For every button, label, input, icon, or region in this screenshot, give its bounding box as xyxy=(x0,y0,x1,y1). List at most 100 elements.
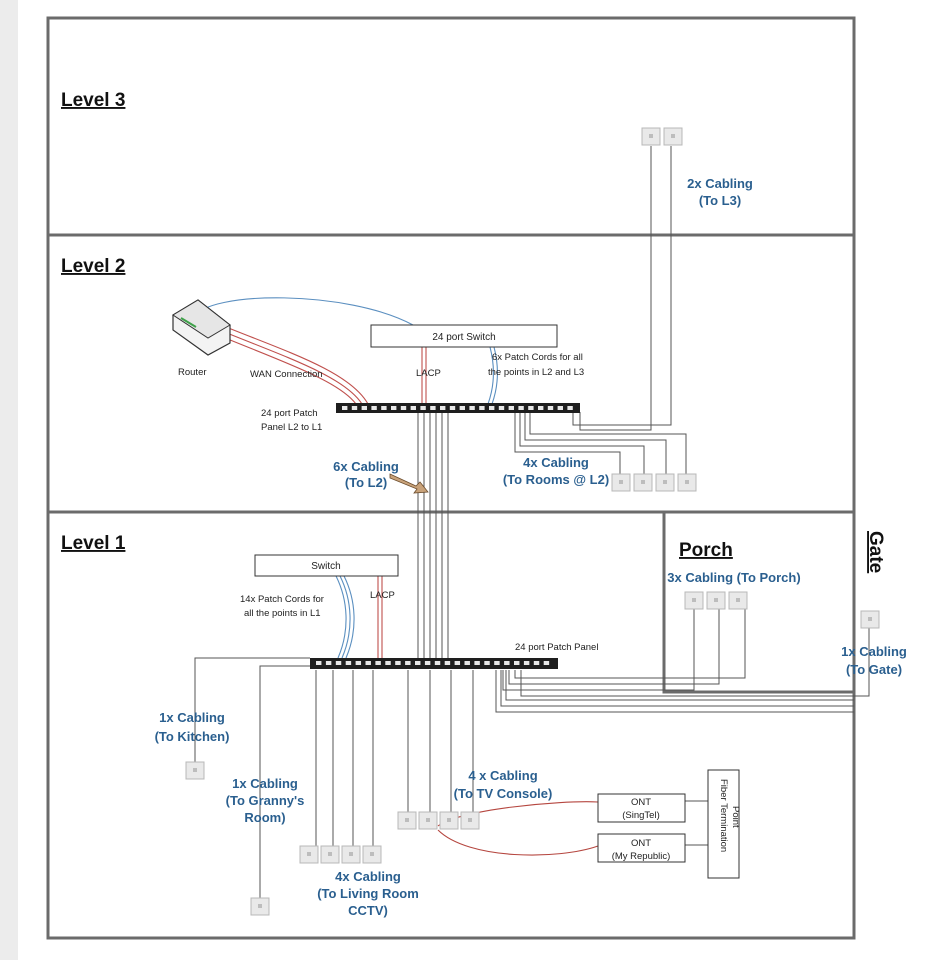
gray-cables xyxy=(194,146,870,898)
fiber-termination-box xyxy=(707,769,740,879)
patch-port xyxy=(449,406,456,410)
patch-cords-l2-line1: 6x Patch Cords for all xyxy=(492,352,583,363)
level1-title: Level 1 xyxy=(61,533,126,554)
socket-tv xyxy=(418,811,438,830)
patch-port xyxy=(474,661,480,665)
to-rooms-label-2: (To Rooms @ L2) xyxy=(503,472,609,487)
ont-myrep-label-2: (My Republic) xyxy=(612,851,671,862)
patch-panel-l2-body xyxy=(336,403,580,413)
cable-to-l3-b xyxy=(572,146,672,426)
fiber-label-1: Fiber Termination xyxy=(718,779,729,852)
to-gate-label-2: (To Gate) xyxy=(846,662,902,677)
socket-gate xyxy=(860,610,880,629)
patch-port xyxy=(464,661,470,665)
patch-port xyxy=(518,406,524,410)
to-gate-label-1: 1x Cabling xyxy=(841,644,907,659)
porch-title: Porch xyxy=(679,540,733,561)
cable-gate-c xyxy=(500,670,854,707)
lacp-l1-label: LACP xyxy=(370,590,395,601)
patch-port xyxy=(410,406,416,410)
router-device xyxy=(172,299,231,356)
socket-porch xyxy=(684,591,704,610)
level3-title: Level 3 xyxy=(61,90,125,111)
socket-l3 xyxy=(641,127,661,146)
to-living-label-2: (To Living Room xyxy=(317,886,419,901)
ont-singtel-label-1: ONT xyxy=(631,797,651,808)
level-frames xyxy=(46,16,856,940)
to-l3-label-2: (To L3) xyxy=(699,193,741,208)
patch-cords-l1-line2: all the points in L1 xyxy=(244,608,321,619)
patch-port xyxy=(459,406,465,410)
patch-port xyxy=(533,661,540,665)
socket-tv xyxy=(397,811,417,830)
socket-granny xyxy=(250,897,270,916)
patch-port xyxy=(567,406,573,410)
socket-tv xyxy=(460,811,480,830)
router-label: Router xyxy=(178,367,207,378)
socket-rooms-l2 xyxy=(677,473,697,492)
to-living-label-3: CCTV) xyxy=(348,903,388,918)
patch-port xyxy=(430,406,436,410)
patch-port xyxy=(415,661,421,665)
to-kitchen-label-1: 1x Cabling xyxy=(159,710,225,725)
router-blue xyxy=(192,297,414,326)
wan-red-3 xyxy=(225,326,369,405)
to-rooms-label-1: 4x Cabling xyxy=(523,455,589,470)
cable-porch-3 xyxy=(514,608,746,679)
patch-port xyxy=(420,406,426,410)
patch-panel-l1 xyxy=(310,658,558,669)
lacp-l2-label: LACP xyxy=(416,368,441,379)
ont-myrep-box xyxy=(597,833,686,863)
patch-port xyxy=(375,661,381,665)
patch-port xyxy=(342,406,348,410)
patch-port xyxy=(469,406,475,410)
wan-red-1 xyxy=(217,334,357,405)
patch-port xyxy=(316,661,322,665)
cable-porch-2 xyxy=(508,608,720,685)
l1-blue-2 xyxy=(339,575,351,659)
switch-l1-label: Switch xyxy=(311,561,340,572)
to-l2-arrow xyxy=(389,473,429,494)
patch-port xyxy=(440,406,446,410)
patch-port xyxy=(479,406,485,410)
to-granny-label-1: 1x Cabling xyxy=(232,776,298,791)
l1-blue-3 xyxy=(343,575,355,659)
to-granny-label-3: Room) xyxy=(244,810,285,825)
patch-port xyxy=(424,661,431,665)
wan-label: WAN Connection xyxy=(250,369,323,380)
patch-port xyxy=(523,661,530,665)
l2-blue-1 xyxy=(487,346,494,405)
network-diagram: Level 3 Level 2 Level 1 Porch Gate xyxy=(46,16,907,940)
patch-port xyxy=(454,661,461,665)
switch-l1-box xyxy=(254,554,399,577)
patch-port xyxy=(355,661,362,665)
patch-port xyxy=(547,406,554,410)
socket-rooms-l2 xyxy=(655,473,675,492)
to-kitchen-label-2: (To Kitchen) xyxy=(155,729,230,744)
level2-frame xyxy=(46,233,856,514)
ont-singtel-label-2: (SingTel) xyxy=(622,810,660,821)
cable-gate-d xyxy=(505,670,854,701)
patch-port xyxy=(444,661,451,665)
cable-gate-b xyxy=(495,670,854,713)
patch-port xyxy=(335,661,342,665)
router-led xyxy=(180,317,197,328)
patch-port xyxy=(514,661,520,665)
socket-rooms-l2 xyxy=(611,473,631,492)
patch-cords-l2-line2: the points in L2 and L3 xyxy=(488,367,584,378)
to-granny-label-2: (To Granny's xyxy=(226,793,305,808)
patch-port xyxy=(504,661,510,665)
l1-blue-1 xyxy=(335,575,347,659)
patch-port xyxy=(543,661,550,665)
patch-panel-l2 xyxy=(336,403,580,413)
patch-port xyxy=(498,406,505,410)
patch-port xyxy=(391,406,397,410)
patch-port xyxy=(381,406,387,410)
patch-port xyxy=(385,661,391,665)
patch-port xyxy=(351,406,358,410)
patch-cords-l1-line1: 14x Patch Cords for xyxy=(240,594,324,605)
cable-to-rooms-1 xyxy=(514,412,621,474)
l2-blue-2 xyxy=(491,346,498,405)
fiber-label-2: Point xyxy=(730,806,741,828)
socket-kitchen xyxy=(185,761,205,780)
